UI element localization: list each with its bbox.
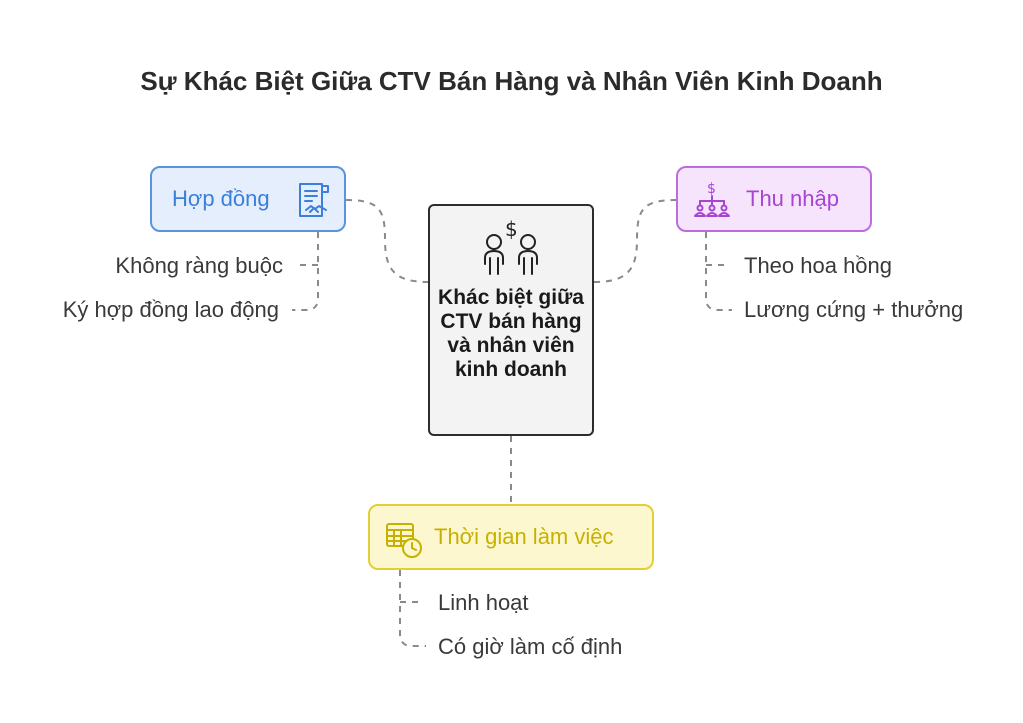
schedule-clock-icon bbox=[384, 520, 424, 565]
income-node: $ Thu nhập bbox=[676, 166, 872, 232]
contract-icon bbox=[294, 180, 334, 225]
people-dollar-icon: $ bbox=[481, 214, 541, 283]
connector-time-details bbox=[399, 570, 426, 647]
diagram-title: Sự Khác Biệt Giữa CTV Bán Hàng và Nhân V… bbox=[140, 66, 883, 96]
connector-contract-details bbox=[292, 232, 319, 311]
center-node: $ Khác biệt giữa CTV bán hàng và nhân vi… bbox=[428, 204, 594, 436]
contract-label: Hợp đồng bbox=[172, 186, 270, 211]
connector-center-income bbox=[593, 199, 677, 283]
time-item-2: Có giờ làm cố định bbox=[438, 634, 623, 659]
income-item-2: Lương cứng + thưởng bbox=[744, 297, 964, 322]
connector-contract-center bbox=[345, 199, 429, 283]
commission-hierarchy-icon: $ bbox=[692, 181, 732, 226]
time-label: Thời gian làm việc bbox=[434, 524, 614, 549]
contract-node: Hợp đồng bbox=[150, 166, 346, 232]
time-node: Thời gian làm việc bbox=[368, 504, 654, 570]
center-label: Khác biệt giữa CTV bán hàng và nhân viên… bbox=[438, 286, 584, 381]
svg-text:$: $ bbox=[505, 217, 518, 241]
income-label: Thu nhập bbox=[746, 186, 839, 211]
contract-item-1: Không ràng buộc bbox=[115, 253, 283, 278]
contract-item-2: Ký hợp đồng lao động bbox=[62, 297, 279, 322]
svg-text:$: $ bbox=[707, 181, 716, 197]
connector-income-details bbox=[705, 232, 732, 311]
income-item-1: Theo hoa hồng bbox=[744, 253, 893, 278]
time-item-1: Linh hoạt bbox=[438, 590, 529, 615]
